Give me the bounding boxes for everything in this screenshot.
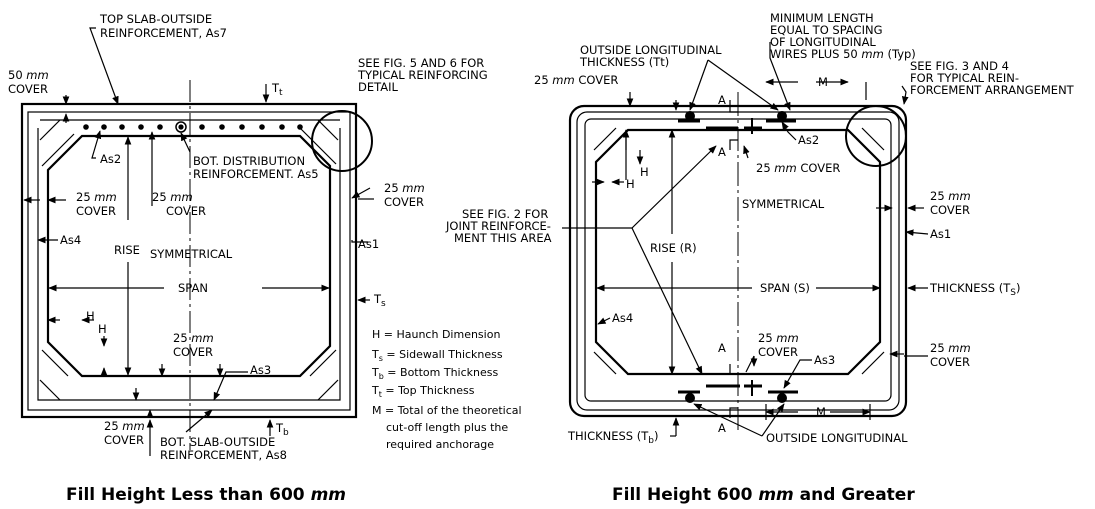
left-cover25-botleft: 25 mm [104, 419, 145, 433]
right-a-3: A [718, 341, 726, 355]
left-cover25-left-2: COVER [76, 204, 116, 218]
min-len-4: WIRES PLUS 50 mm (Typ) [770, 47, 916, 61]
right-a-4: A [718, 421, 726, 435]
right-as4: As4 [612, 311, 633, 325]
right-thickness-s: THICKNESS (TS) [929, 281, 1021, 298]
left-cover25-right: 25 mm [384, 181, 425, 195]
right-a-2: A [718, 145, 726, 159]
left-h-label-2: H [98, 322, 107, 336]
left-cover25-right-2: COVER [384, 195, 424, 209]
right-cover25-inner: 25 mm COVER [756, 161, 840, 175]
left-tb-label: Tb [275, 421, 289, 438]
see34-1: SEE FIG. 3 AND 4 [910, 59, 1009, 73]
right-cover25-right-2: COVER [930, 203, 970, 217]
legend-h: H = Haunch Dimension [372, 328, 500, 341]
left-labels: TOP SLAB-OUTSIDE REINFORCEMENT, As7 50 m… [8, 12, 488, 462]
legend-m1: M = Total of the theoretical [372, 404, 522, 417]
left-span-label: SPAN [178, 281, 208, 295]
see2-2: JOINT REINFORCE- [445, 219, 551, 233]
top-slab-label-1: TOP SLAB-OUTSIDE [99, 12, 212, 26]
bot-slab-label-1: BOT. SLAB-OUTSIDE [160, 435, 275, 449]
right-symmetrical: SYMMETRICAL [742, 197, 825, 211]
tt-label: Tt [271, 81, 283, 98]
bot-dist-label-1: BOT. DISTRIBUTION [193, 154, 305, 168]
legend-m2: cut-off length plus the [386, 421, 508, 434]
left-inner-opening [46, 134, 332, 378]
right-cover25-botright: 25 mm [930, 341, 971, 355]
right-cover25-right: 25 mm [930, 189, 971, 203]
see34-3: FORCEMENT ARRANGEMENT [910, 83, 1075, 97]
see2-3: MENT THIS AREA [454, 231, 552, 245]
min-len-2: EQUAL TO SPACING [770, 23, 883, 37]
right-as1: As1 [930, 227, 951, 241]
left-as4-label: As4 [60, 233, 81, 247]
right-thickness-b: THICKNESS (Tb) [567, 429, 659, 446]
right-cover25-bot-2: COVER [758, 345, 798, 359]
cover50-label: 50 mm [8, 68, 49, 82]
outside-long-1: OUTSIDE LONGITUDINAL [580, 43, 722, 57]
min-len-1: MINIMUM LENGTH [770, 11, 874, 25]
bot-slab-label-2: REINFORCEMENT, As8 [160, 448, 287, 462]
right-cover25-bot: 25 mm [758, 331, 799, 345]
see56-label-1: SEE FIG. 5 AND 6 FOR [358, 56, 484, 70]
see34-2: FOR TYPICAL REIN- [910, 71, 1019, 85]
right-caption: Fill Height 600 mm and Greater [612, 485, 915, 505]
left-symmetrical-label: SYMMETRICAL [150, 247, 233, 261]
top-slab-label-2: REINFORCEMENT, As7 [100, 26, 227, 40]
right-outside-long-bot: OUTSIDE LONGITUDINAL [766, 431, 908, 445]
legend-tb: Tb = Bottom Thickness [371, 366, 499, 381]
left-caption: Fill Height Less than 600 mm [66, 485, 346, 505]
right-span: SPAN (S) [760, 281, 810, 295]
right-inner-opening [594, 128, 882, 376]
right-a-1: A [718, 93, 726, 107]
see56-label-2: TYPICAL REINFORCING [357, 68, 488, 82]
right-h-2: H [626, 177, 635, 191]
bot-dist-label-2: REINFORCEMENT. As5 [193, 167, 319, 181]
left-cover25-bot-2: COVER [173, 345, 213, 359]
left-distribution-bars [83, 121, 303, 133]
left-inner-cage [37, 128, 341, 401]
outside-long-2: THICKNESS (Tt) [579, 55, 669, 69]
legend-m3: required anchorage [386, 438, 494, 451]
right-m-bot: M [816, 405, 826, 419]
left-rise-label: RISE [114, 243, 140, 257]
right-as3: As3 [814, 353, 835, 367]
right-box-culvert [562, 42, 929, 437]
right-m-top: M [818, 75, 828, 89]
left-as1-label: As1 [358, 237, 379, 251]
left-box-culvert [20, 27, 374, 456]
legend-tt: Tt = Top Thickness [371, 384, 475, 399]
right-labels: MINIMUM LENGTH EQUAL TO SPACING OF LONGI… [445, 11, 1075, 446]
left-cover25-mid: 25 mm [152, 190, 193, 204]
left-cover25-left: 25 mm [76, 190, 117, 204]
left-h-label-1: H [86, 309, 95, 323]
left-outer-wall [20, 102, 358, 419]
legend: H = Haunch Dimension Ts = Sidewall Thick… [371, 328, 522, 451]
left-as2-label: As2 [100, 152, 121, 166]
left-cover25-botleft-2: COVER [104, 433, 144, 447]
see2-1: SEE FIG. 2 FOR [462, 207, 548, 221]
left-cover25-bot: 25 mm [173, 331, 214, 345]
see56-label-3: DETAIL [358, 80, 399, 94]
left-detail-circle [311, 110, 373, 172]
min-len-3: OF LONGITUDINAL [770, 35, 876, 49]
cover50-label-2: COVER [8, 82, 48, 96]
left-as3-label: As3 [250, 363, 271, 377]
left-cover25-mid-2: COVER [166, 204, 206, 218]
left-outer-reinforcement [27, 111, 351, 411]
right-detail-circle [845, 105, 907, 167]
left-ts-label: Ts [373, 292, 386, 309]
right-h-1: H [640, 165, 649, 179]
right-rise: RISE (R) [650, 241, 697, 255]
legend-ts: Ts = Sidewall Thickness [371, 348, 503, 363]
right-cover25-top: 25 mm COVER [534, 73, 618, 87]
right-cover25-botright-2: COVER [930, 355, 970, 369]
right-as2: As2 [798, 133, 819, 147]
